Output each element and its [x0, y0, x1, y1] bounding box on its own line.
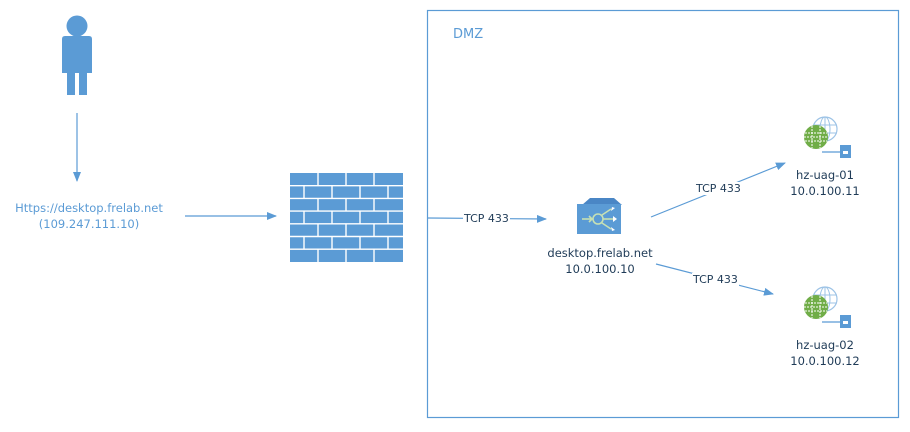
dmz-zone-border	[426, 9, 900, 419]
web-server-globe-icon	[804, 286, 851, 328]
load-balancer-icon	[577, 198, 622, 234]
public-endpoint-url: Https://desktop.frelab.net	[15, 201, 163, 215]
load-balancer-name: desktop.frelab.net	[547, 246, 653, 260]
uag2-name: hz-uag-02	[796, 338, 854, 352]
web-server-globe-icon	[804, 116, 851, 158]
uag1-label: hz-uag-01 10.0.100.11	[780, 167, 870, 199]
uag1-ip: 10.0.100.11	[790, 184, 860, 198]
uag2-ip: 10.0.100.12	[790, 354, 860, 368]
uag1-name: hz-uag-01	[796, 168, 854, 182]
uag2-label: hz-uag-02 10.0.100.12	[780, 337, 870, 369]
edge-label-firewall-to-lb: TCP 433	[463, 212, 510, 225]
load-balancer-label: desktop.frelab.net 10.0.100.10	[540, 245, 660, 277]
public-endpoint-ip: (109.247.111.10)	[38, 217, 140, 231]
load-balancer-ip: 10.0.100.10	[565, 262, 635, 276]
public-endpoint-label: Https://desktop.frelab.net (109.247.111.…	[14, 200, 164, 232]
edge-label-lb-to-uag2: TCP 433	[692, 273, 739, 286]
edge-label-lb-to-uag1: TCP 433	[695, 182, 742, 195]
firewall-icon	[290, 173, 403, 262]
dmz-zone-label: DMZ	[453, 27, 484, 42]
user-icon	[62, 15, 92, 95]
